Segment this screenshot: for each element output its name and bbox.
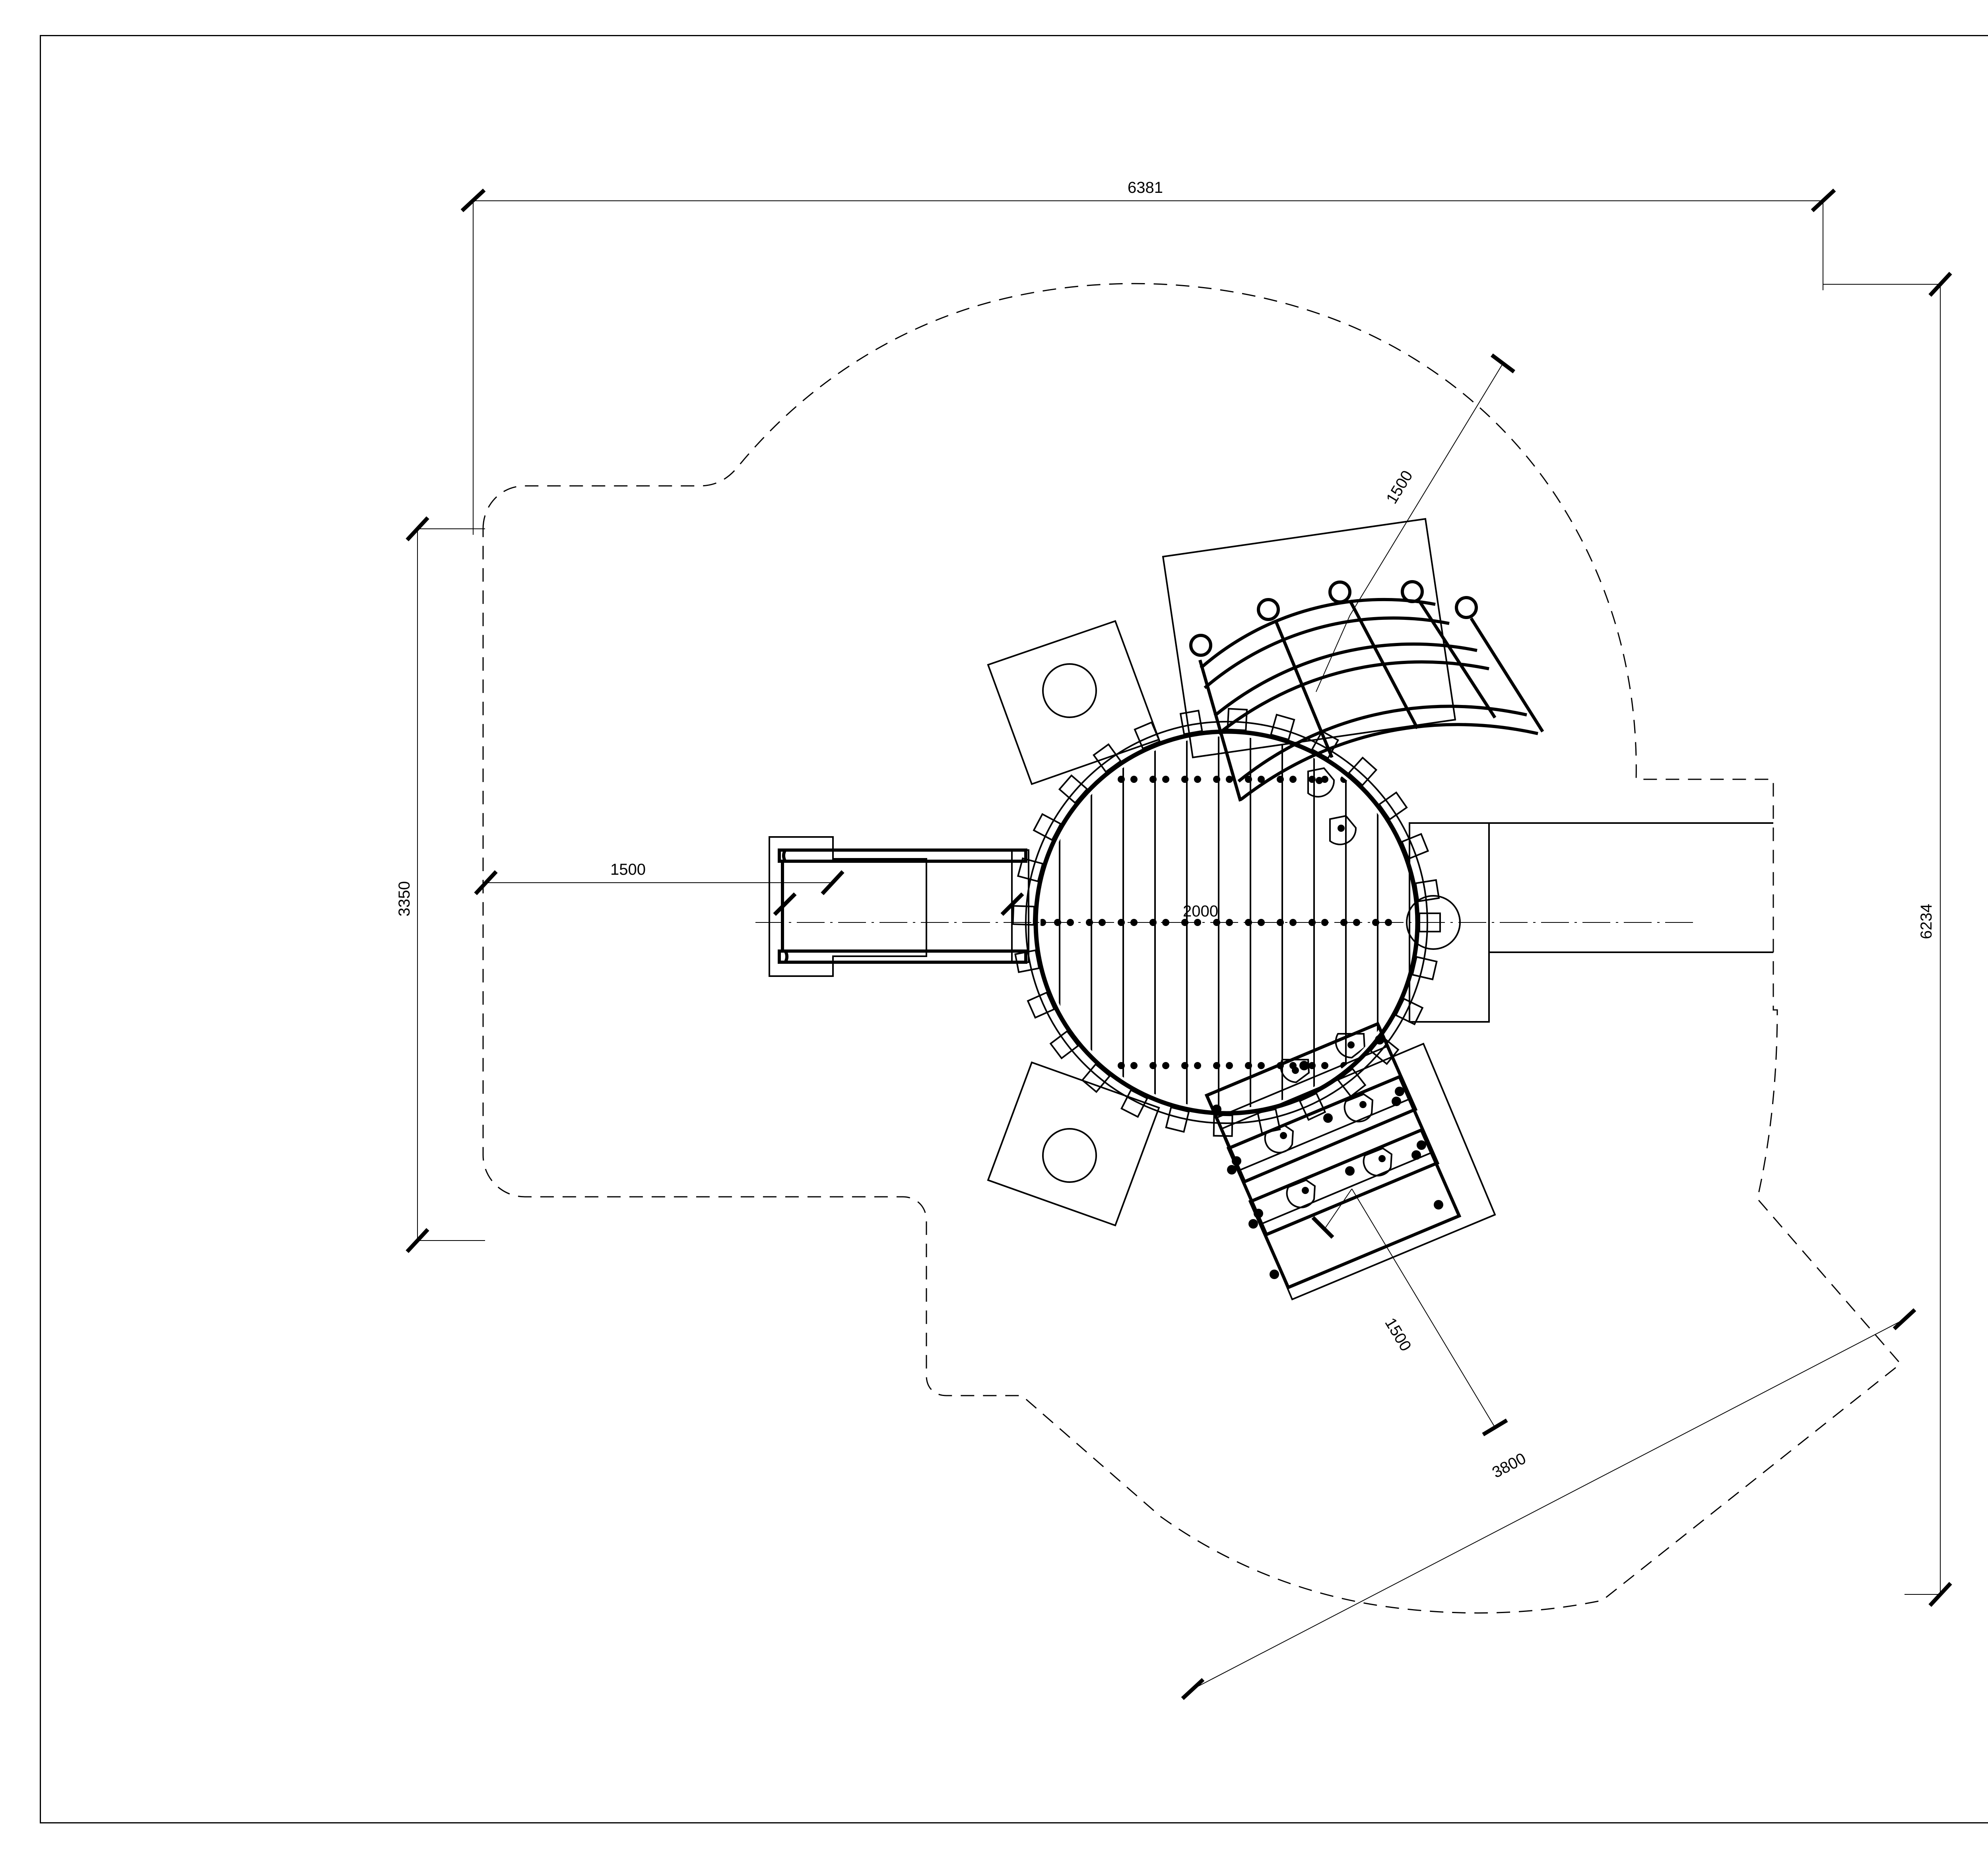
dimension-1500-lower-right: 1500 [1351, 1188, 1508, 1437]
dimension-6234: 6234 [1823, 272, 1952, 1607]
dimension-3800: 3800 [1181, 1308, 1916, 1700]
sheet-border [40, 35, 1988, 1823]
dim-label-1500-lower-right: 1500 [1381, 1315, 1415, 1354]
net-anchor-eyes [1189, 580, 1478, 657]
deck-grips [1280, 767, 1366, 1083]
dim-label-1500-left: 1500 [610, 861, 646, 878]
step-grips [1264, 1093, 1393, 1208]
dim-label-6234: 6234 [1918, 904, 1935, 939]
dimension-3350: 3350 [396, 516, 485, 1253]
dimension-1500-upper-right: 1500 [1349, 353, 1515, 616]
dim-label-2000: 2000 [1183, 903, 1218, 920]
dim-label-3800: 3800 [1489, 1450, 1529, 1481]
dim-label-3350: 3350 [396, 881, 413, 916]
dim-label-6381: 6381 [1128, 179, 1163, 196]
slide-chute [769, 836, 1029, 977]
step-fixings [1212, 1035, 1443, 1279]
dim-label-1500-upper-right: 1500 [1383, 468, 1416, 507]
step-ramp [1204, 1021, 1462, 1290]
safety-zone-boundary [482, 283, 1902, 1614]
climbing-net [1189, 580, 1544, 802]
dimension-1500-left: 1500 [474, 861, 845, 895]
dimension-6381: 6381 [460, 179, 1836, 535]
dimension-2000-deck: 2000 [755, 903, 1694, 923]
play-structure: 2000 [755, 518, 1773, 1301]
